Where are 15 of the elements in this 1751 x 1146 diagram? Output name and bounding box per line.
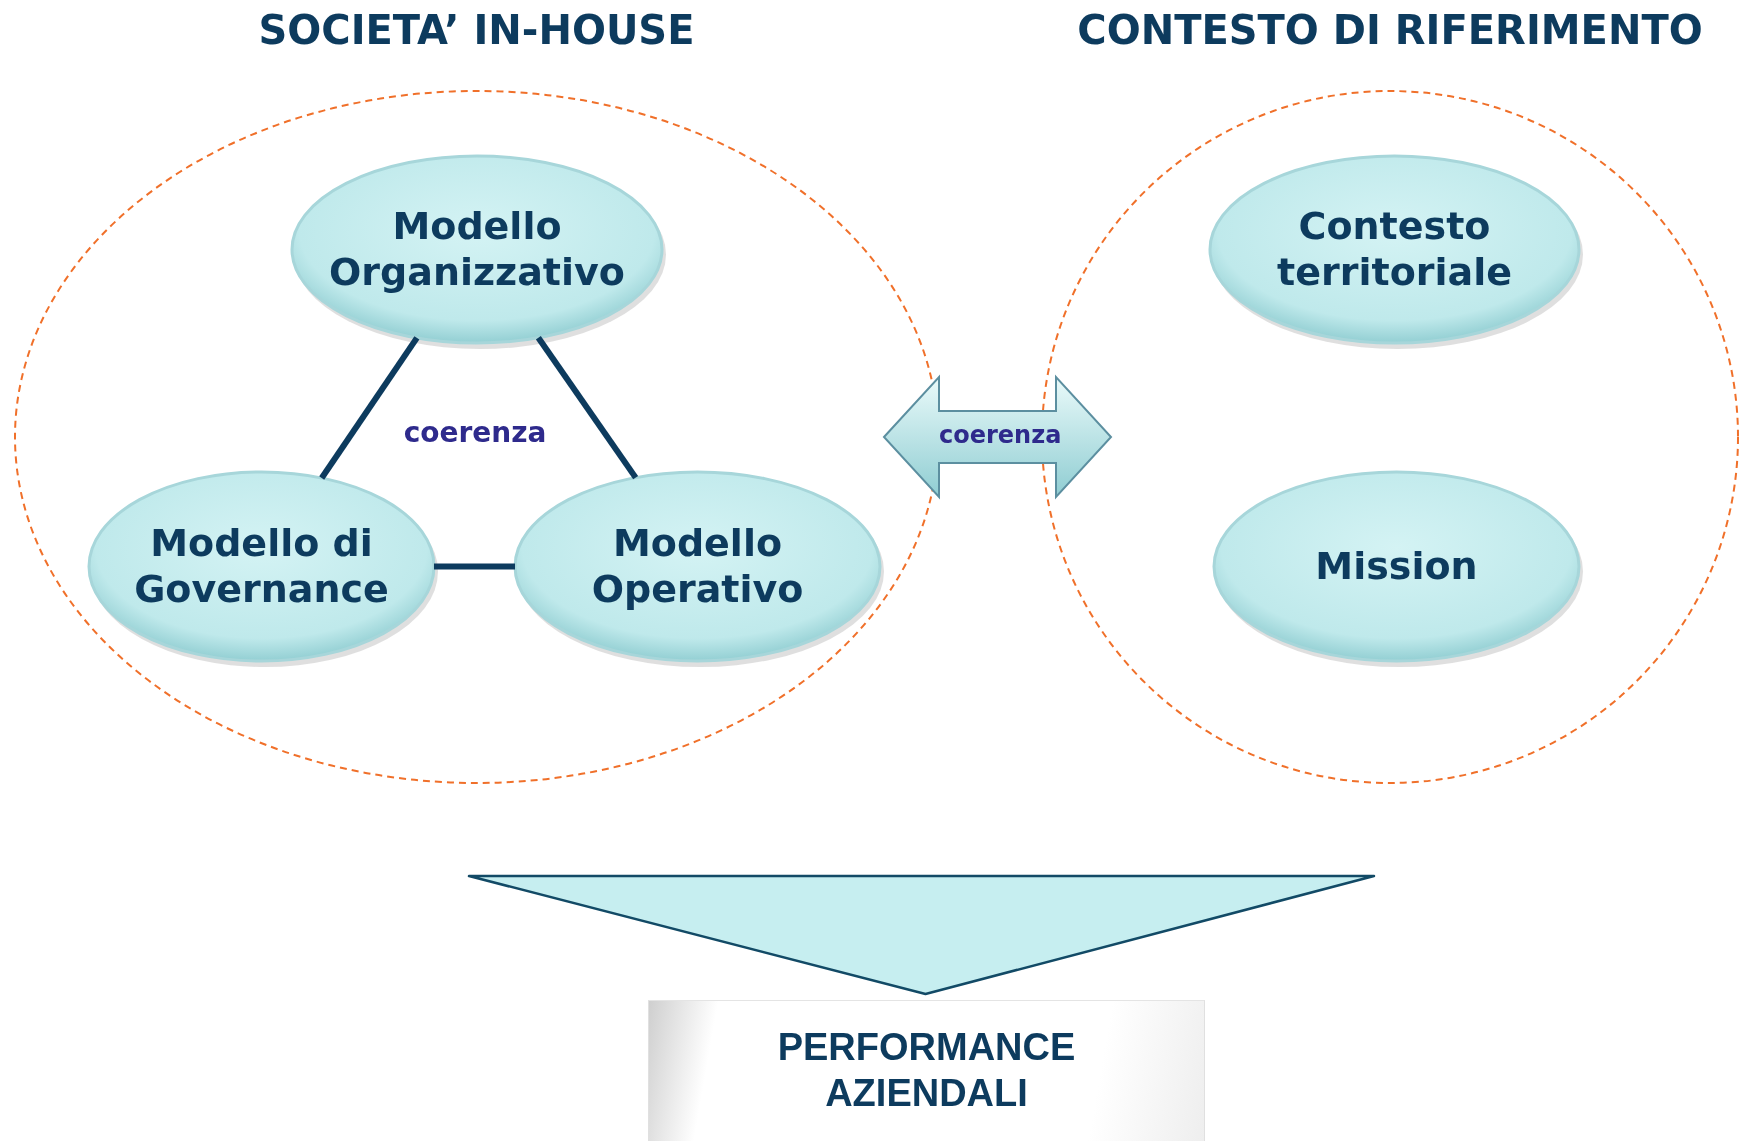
node-label: Modello Organizzativo bbox=[328, 203, 626, 296]
funnel-arrow bbox=[467, 874, 1376, 996]
node-label: Mission bbox=[1314, 543, 1479, 590]
node-label: Modello Operativo bbox=[590, 520, 805, 613]
result-box bbox=[648, 1000, 1205, 1141]
group-heading: SOCIETA’ IN-HOUSE bbox=[257, 6, 696, 55]
node-label: Modello di Governance bbox=[133, 520, 390, 613]
center-label: coerenza bbox=[402, 416, 548, 449]
group-heading: CONTESTO DI RIFERIMENTO bbox=[1076, 6, 1704, 55]
connector-line bbox=[319, 336, 420, 480]
double-block-arrow bbox=[882, 374, 1113, 500]
node-label: Contesto territoriale bbox=[1276, 203, 1513, 296]
connector-line bbox=[535, 336, 639, 480]
node-label: PERFORMANCE AZIENDALI bbox=[776, 1025, 1077, 1116]
connector-line bbox=[434, 563, 515, 570]
